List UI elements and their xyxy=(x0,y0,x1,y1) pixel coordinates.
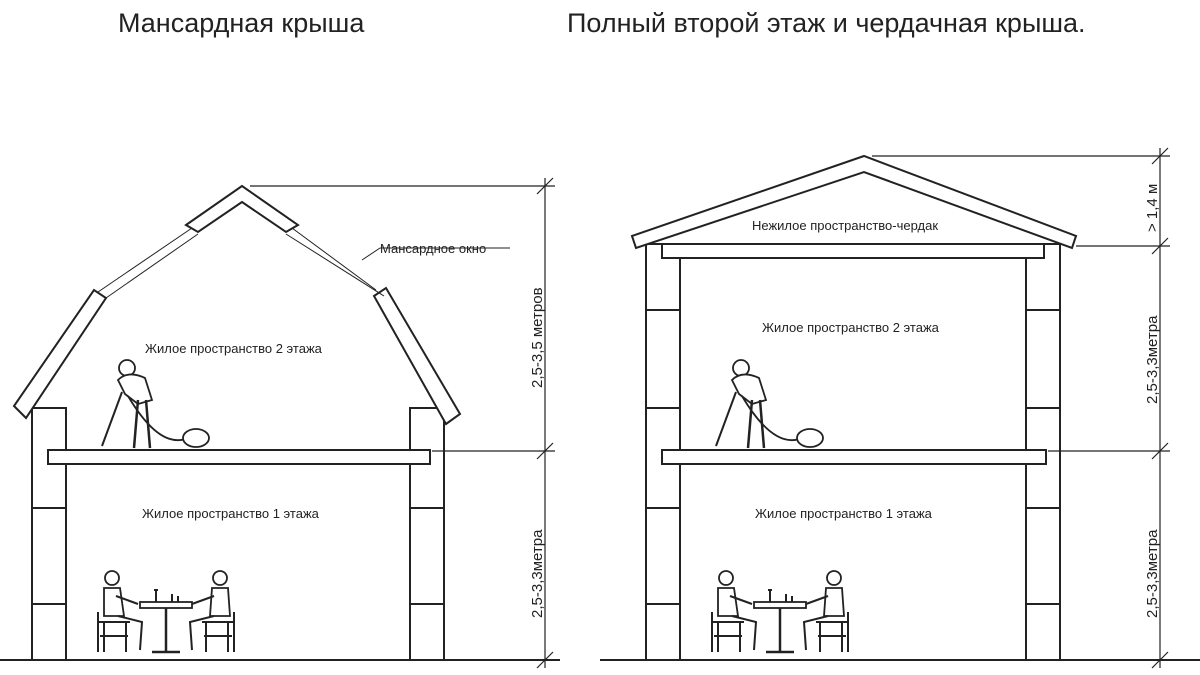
right-dim-lower-label: 2,5-3,3метра xyxy=(1144,529,1161,618)
person-vacuuming-icon xyxy=(714,358,825,450)
right-floor1-label: Жилое пространство 1 этажа xyxy=(755,506,933,521)
right-diagram-title: Полный второй этаж и чердачная крыша. xyxy=(567,8,1086,38)
dining-people-icon xyxy=(96,569,236,654)
right-dim-upper-label: 2,5-3,3метра xyxy=(1144,315,1161,404)
attic-label: Нежилое пространство-чердак xyxy=(752,218,938,233)
dining-people-icon xyxy=(710,569,850,654)
right-dimension-line xyxy=(872,147,1170,669)
mansard-window-label: Мансардное окно xyxy=(380,241,486,256)
left-diagram-title: Мансардная крыша xyxy=(118,8,365,38)
person-vacuuming-icon xyxy=(100,358,211,450)
left-dim-lower-label: 2,5-3,3метра xyxy=(529,529,546,618)
mansard-house xyxy=(0,184,560,661)
full-floor-house xyxy=(600,154,1200,661)
right-floor2-label: Жилое пространство 2 этажа xyxy=(762,320,940,335)
right-dim-attic-label: > 1,4 м xyxy=(1144,184,1161,232)
left-dimension-line xyxy=(250,177,555,669)
left-dim-upper-label: 2,5-3,5 метров xyxy=(529,287,546,388)
left-floor2-label: Жилое пространство 2 этажа xyxy=(145,341,323,356)
left-floor1-label: Жилое пространство 1 этажа xyxy=(142,506,320,521)
